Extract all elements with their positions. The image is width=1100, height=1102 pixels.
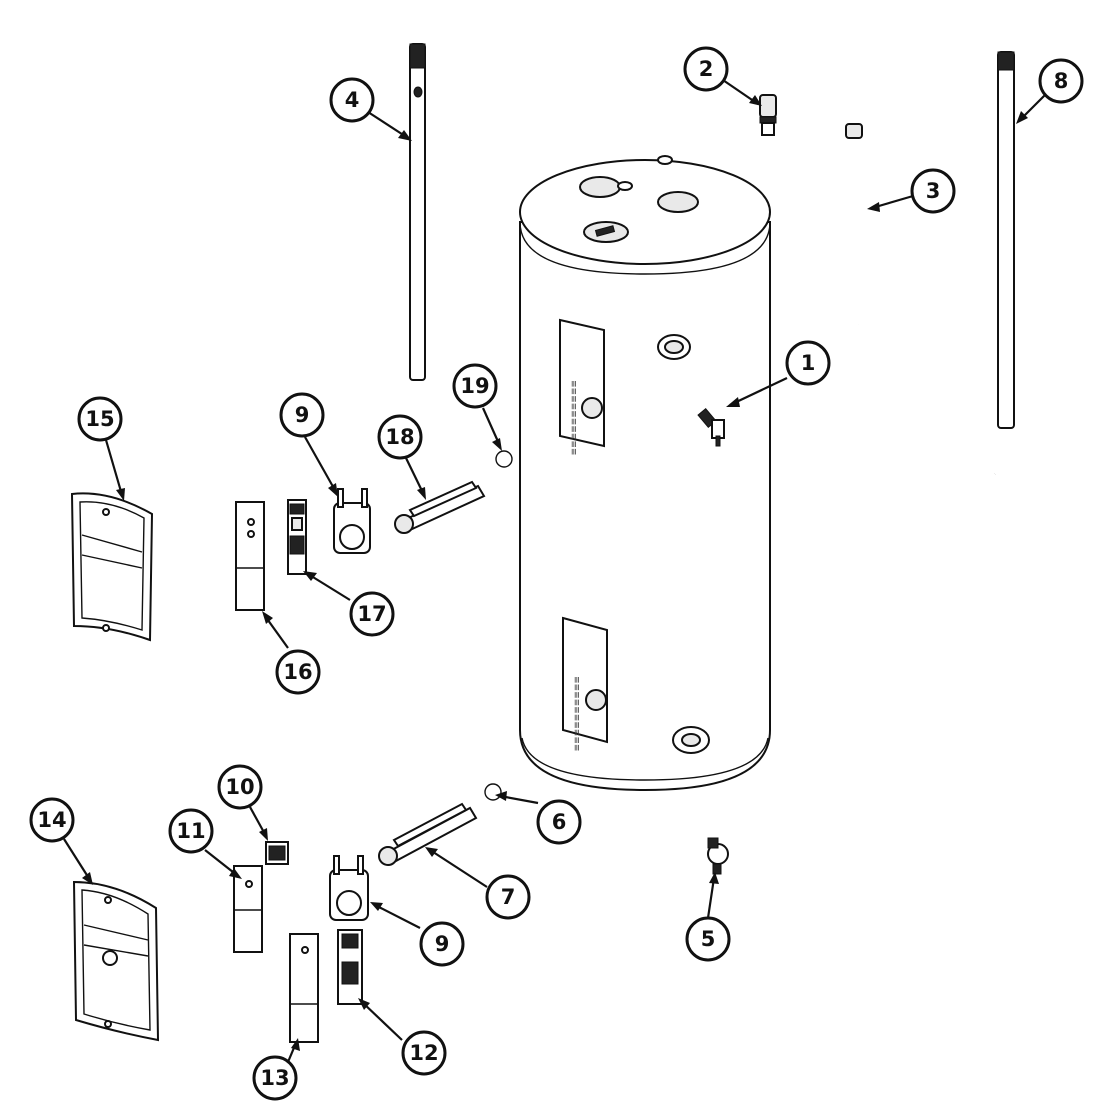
thermostat-part bbox=[265, 841, 289, 865]
callout-9-lower: 9 bbox=[419, 921, 465, 967]
svg-text:6: 6 bbox=[552, 810, 567, 834]
thermostat-part bbox=[287, 499, 307, 575]
svg-text:13: 13 bbox=[260, 1066, 289, 1090]
water-heater-tank: ≡≡≡≡≡≡≡≡≡≡ ≡≡≡≡≡≡≡≡≡≡ bbox=[519, 155, 771, 792]
callout-14: 14 bbox=[29, 797, 75, 843]
callout-7: 7 bbox=[485, 874, 531, 920]
svg-text:17: 17 bbox=[357, 602, 386, 626]
dip-tube-part bbox=[819, 123, 999, 518]
relief-valve-part bbox=[697, 407, 725, 447]
leader-lines bbox=[63, 77, 1046, 1063]
svg-text:5: 5 bbox=[701, 927, 716, 951]
thermostat-bracket-part bbox=[235, 501, 265, 611]
thermostat-bracket-part bbox=[233, 865, 263, 953]
callout-16: 16 bbox=[275, 649, 321, 695]
svg-text:9: 9 bbox=[435, 932, 450, 956]
drain-valve-part bbox=[707, 837, 729, 875]
callout-10: 10 bbox=[217, 764, 263, 810]
element-bracket-part bbox=[329, 855, 369, 921]
svg-text:2: 2 bbox=[699, 57, 714, 81]
svg-text:10: 10 bbox=[225, 775, 254, 799]
svg-text:18: 18 bbox=[385, 425, 414, 449]
callout-9-upper: 9 bbox=[279, 392, 325, 438]
callout-15: 15 bbox=[77, 396, 123, 442]
callout-11: 11 bbox=[168, 808, 214, 854]
svg-text:11: 11 bbox=[176, 819, 205, 843]
callout-8: 8 bbox=[1038, 58, 1084, 104]
access-cover-part bbox=[70, 492, 154, 642]
callout-4: 4 bbox=[329, 77, 375, 123]
svg-text:1: 1 bbox=[801, 351, 816, 375]
top-port-hole bbox=[579, 176, 621, 198]
svg-text:3: 3 bbox=[926, 179, 941, 203]
svg-text:≡≡≡≡≡≡≡≡≡≡: ≡≡≡≡≡≡≡≡≡≡ bbox=[571, 676, 581, 751]
anode-rod-part bbox=[409, 43, 426, 381]
svg-text:7: 7 bbox=[501, 885, 516, 909]
svg-text:15: 15 bbox=[85, 407, 114, 431]
svg-text:≡≡≡≡≡≡≡≡≡≡: ≡≡≡≡≡≡≡≡≡≡ bbox=[568, 380, 578, 455]
thermostat-bracket-part bbox=[289, 933, 319, 1043]
heating-element-part bbox=[378, 802, 478, 866]
gasket-part bbox=[484, 783, 502, 801]
gasket-part bbox=[495, 450, 513, 468]
svg-text:19: 19 bbox=[460, 374, 489, 398]
svg-text:9: 9 bbox=[295, 403, 310, 427]
anode-rod-part bbox=[997, 51, 1015, 429]
callout-19: 19 bbox=[452, 363, 498, 409]
element-bracket-part bbox=[333, 488, 371, 554]
access-cover-part bbox=[72, 880, 160, 1042]
svg-text:16: 16 bbox=[283, 660, 312, 684]
fitting-part bbox=[759, 94, 777, 136]
callout-3: 3 bbox=[910, 168, 956, 214]
heating-element-part bbox=[394, 480, 486, 534]
svg-text:12: 12 bbox=[409, 1041, 438, 1065]
callout-12: 12 bbox=[401, 1030, 447, 1076]
callout-6: 6 bbox=[536, 799, 582, 845]
callout-13: 13 bbox=[252, 1055, 298, 1101]
svg-text:8: 8 bbox=[1054, 69, 1069, 93]
callout-18: 18 bbox=[377, 414, 423, 460]
callout-1: 1 bbox=[785, 340, 831, 386]
thermostat-part bbox=[337, 929, 363, 1005]
svg-text:14: 14 bbox=[37, 808, 66, 832]
top-port-hole bbox=[657, 191, 699, 213]
callout-5: 5 bbox=[685, 916, 731, 962]
callout-2: 2 bbox=[683, 46, 729, 92]
svg-text:4: 4 bbox=[345, 88, 360, 112]
callout-17: 17 bbox=[349, 591, 395, 637]
